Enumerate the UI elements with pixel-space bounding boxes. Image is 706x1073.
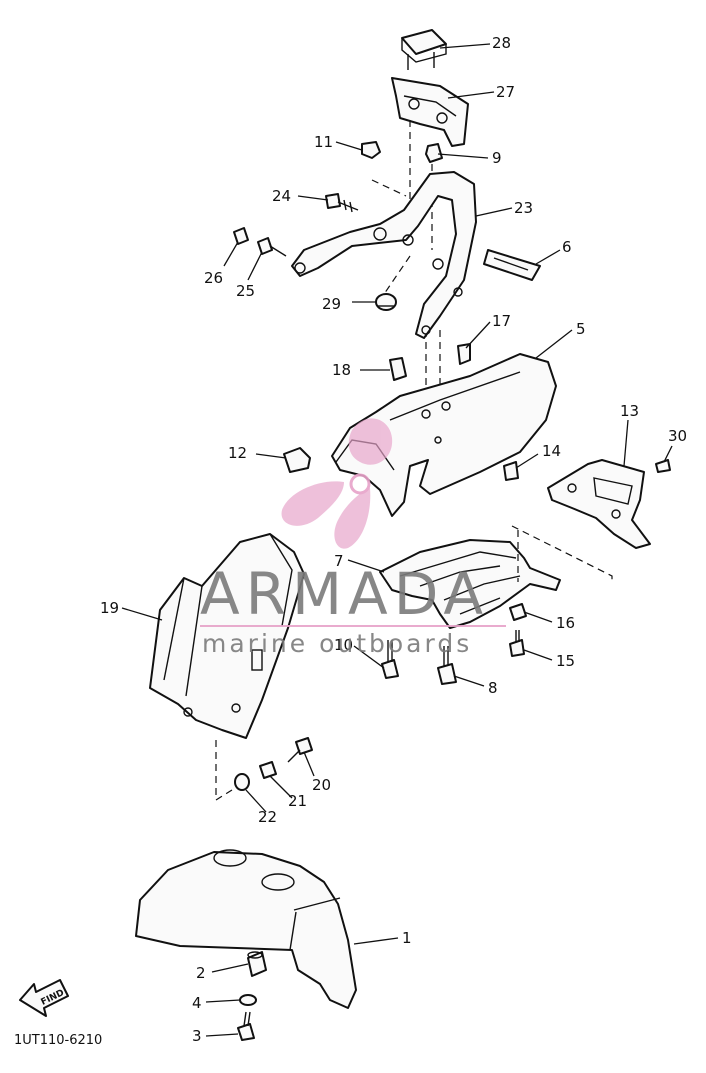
part-9-nut — [425, 143, 443, 163]
part-8-bolt — [437, 646, 457, 685]
part-2-spacer — [247, 951, 267, 977]
label-20: 20 — [312, 776, 331, 794]
part-19-fender-flap — [149, 533, 305, 739]
label-27: 27 — [496, 83, 515, 101]
part-11-nut — [361, 141, 381, 159]
part-26-cap — [233, 227, 249, 245]
leader-lines — [121, 43, 673, 1037]
part-29-grommet — [375, 293, 397, 311]
part-15-bolt — [509, 630, 525, 657]
part-13-tail-bracket — [547, 459, 651, 549]
label-1: 1 — [402, 929, 412, 947]
guide-line — [215, 740, 233, 802]
label-15: 15 — [556, 652, 575, 670]
watermark-brand: ARMADA — [200, 560, 489, 628]
part-16-nut — [509, 603, 527, 621]
part-20-bolt — [287, 737, 313, 763]
part-10-bolt — [381, 640, 399, 679]
part-21-nut — [259, 761, 277, 779]
label-29: 29 — [322, 295, 341, 313]
label-28: 28 — [492, 34, 511, 52]
part-6-emblem — [483, 249, 541, 281]
label-24: 24 — [272, 187, 291, 205]
part-30-cap — [655, 459, 671, 473]
label-9: 9 — [492, 149, 502, 167]
label-14: 14 — [542, 442, 561, 460]
label-26: 26 — [204, 269, 223, 287]
part-22-washer — [234, 773, 250, 791]
watermark: ARMADA marine outboards — [200, 418, 506, 658]
part-23-grab-bar — [291, 171, 477, 339]
part-12-clip — [283, 447, 311, 473]
label-22: 22 — [258, 808, 277, 826]
watermark-tagline: marine outboards — [202, 629, 472, 658]
label-12: 12 — [228, 444, 247, 462]
part-7-inner-fender — [379, 539, 561, 629]
part-14-nut — [503, 461, 519, 481]
diagram-code: 1UT110-6210 — [14, 1033, 102, 1048]
label-10: 10 — [334, 636, 353, 654]
label-17: 17 — [492, 312, 511, 330]
label-19: 19 — [100, 599, 119, 617]
label-23: 23 — [514, 199, 533, 217]
label-30: 30 — [668, 427, 687, 445]
label-16: 16 — [556, 614, 575, 632]
label-13: 13 — [620, 402, 639, 420]
label-8: 8 — [488, 679, 498, 697]
part-labels: 28 27 11 9 24 23 6 26 25 29 17 5 18 13 3… — [100, 34, 687, 1045]
guide-line — [511, 525, 613, 580]
guide-line — [371, 179, 407, 197]
label-21: 21 — [288, 792, 307, 810]
label-25: 25 — [236, 282, 255, 300]
part-1-front-fender — [135, 849, 357, 1009]
label-4: 4 — [192, 994, 202, 1012]
label-2: 2 — [196, 964, 206, 982]
part-27-plate — [391, 77, 469, 147]
part-17-clip — [457, 343, 471, 365]
find-arrow: FIND — [19, 979, 69, 1017]
label-18: 18 — [332, 361, 351, 379]
watermark-logo — [281, 418, 393, 549]
part-3-bolt — [237, 1011, 255, 1041]
label-3: 3 — [192, 1027, 202, 1045]
part-25-bolt — [257, 237, 287, 257]
label-5: 5 — [576, 320, 586, 338]
label-6: 6 — [562, 238, 572, 256]
part-28-bracket — [401, 29, 447, 70]
part-24-bolt — [325, 193, 359, 213]
part-4-washer — [239, 994, 257, 1006]
label-7: 7 — [334, 552, 344, 570]
part-18-clip — [389, 357, 407, 381]
label-11: 11 — [314, 133, 333, 151]
guide-line — [379, 255, 411, 301]
